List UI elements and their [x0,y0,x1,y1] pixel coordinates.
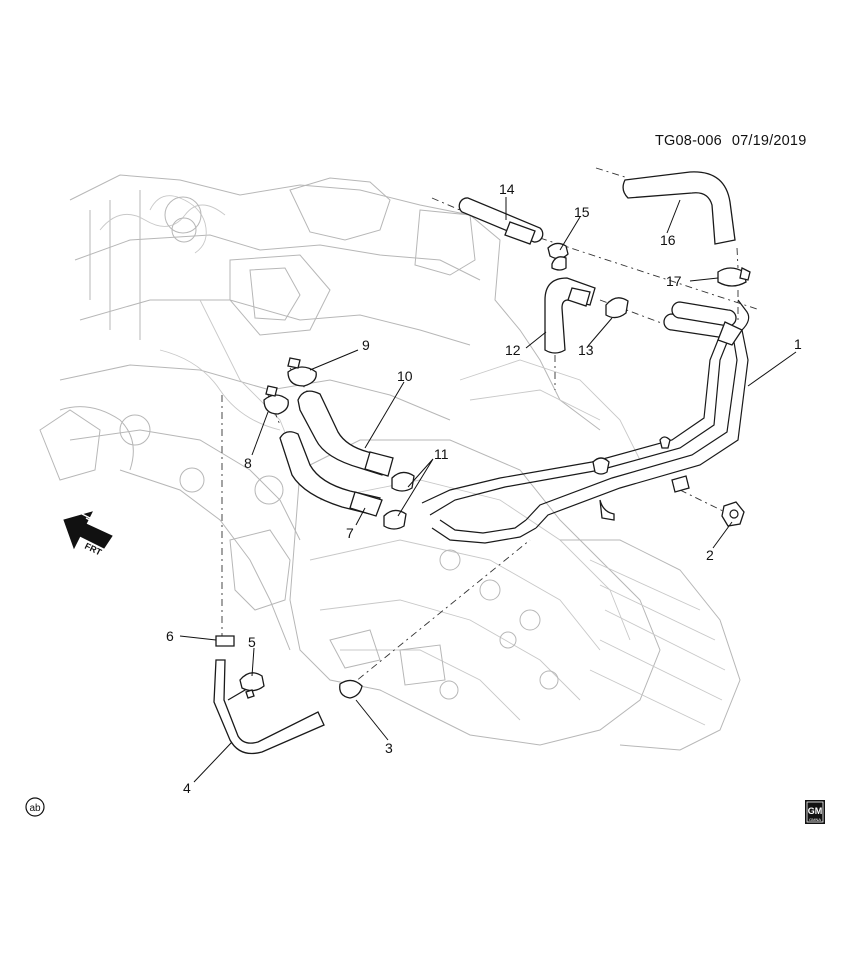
elbow-hose-12 [544,277,596,354]
hose-clamp-13 [605,297,629,319]
gm-logo-icon: GM GMNA [805,800,825,824]
callout-14: 14 [499,181,515,197]
upper-heater-hose [458,197,544,245]
callout-15: 15 [574,204,590,220]
clip-6 [215,635,235,647]
callout-3: 3 [385,740,393,756]
hose-clamp-9 [287,357,317,387]
ab-mark-text: ab [29,803,41,814]
callout-16: 16 [660,232,676,248]
nut-2 [721,501,745,527]
drawing-code: TG08-006 [655,133,722,149]
drawing-date: 07/19/2019 [731,133,807,149]
outlet-hose-16 [622,171,736,245]
heater-hose-10 [297,390,394,477]
callout-17: 17 [666,273,682,289]
heater-tube-assembly [421,299,750,544]
callout-1: 1 [794,336,802,352]
circled-ab-icon: ab [25,797,45,817]
hose-clamp-17 [717,267,751,287]
front-direction-arrow-icon: FRT [63,511,113,558]
hose-clamp-8 [263,385,289,415]
hose-clamp-3 [339,679,363,699]
hose-clamps-11 [383,471,415,530]
callout-13: 13 [578,342,594,358]
callout-7: 7 [346,525,354,541]
callout-11: 11 [434,446,449,462]
callout-2: 2 [706,547,714,563]
engine-background-art [39,174,741,751]
hose-clamp-15 [547,242,569,271]
callout-5: 5 [248,634,256,650]
gm-logo-text: GM [808,806,823,816]
drawing-header: TG08-006 07/19/2019 [655,133,806,149]
heater-hose-7 [279,431,383,517]
leader-lines [179,197,797,783]
bypass-hose-4 [213,659,325,755]
callout-4: 4 [183,780,191,796]
connector-5 [239,672,265,699]
callout-12: 12 [505,342,521,358]
callout-9: 9 [362,337,370,353]
callout-6: 6 [166,628,174,644]
callout-10: 10 [397,368,413,384]
callout-labels: 1 2 3 4 5 6 7 8 9 10 11 12 13 14 15 16 1… [166,181,802,796]
gm-logo-subtext: GMNA [809,817,821,822]
callout-8: 8 [244,455,252,471]
